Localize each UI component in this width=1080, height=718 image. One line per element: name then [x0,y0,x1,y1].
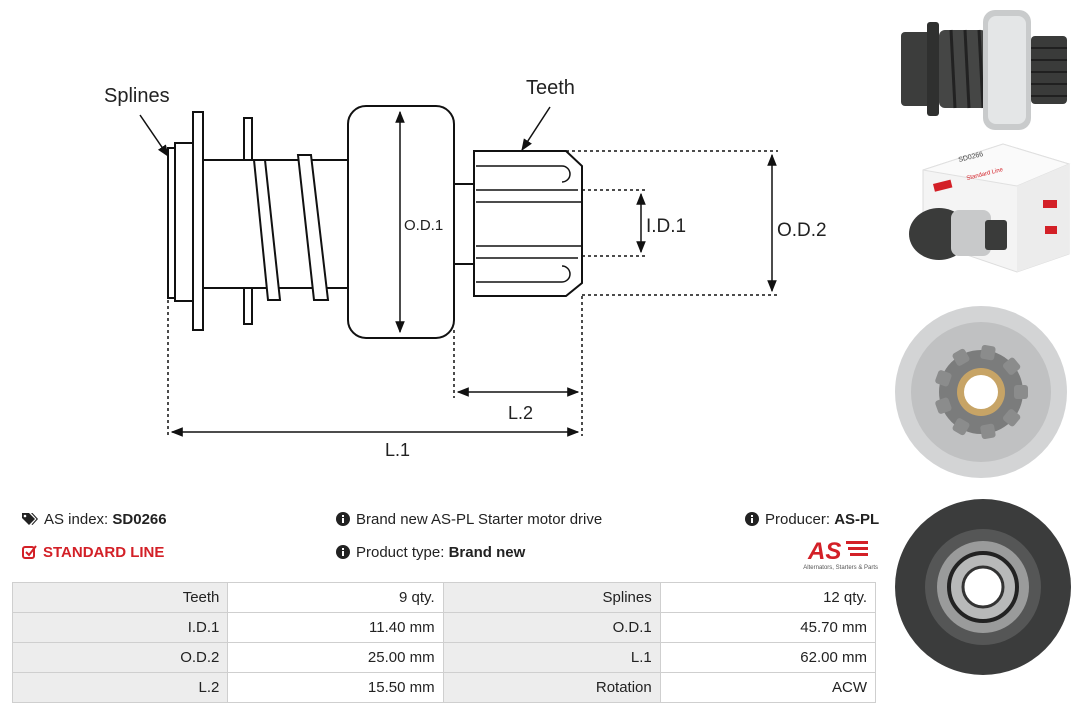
as-pl-logo: AS Alternators, Starters & Parts [803,538,878,571]
producer: Producer: AS-PL [745,511,879,528]
spec-key: Teeth [11,582,229,613]
neck [453,183,475,265]
logo-text: AS [807,538,841,565]
spec-value: 45.70 mm [659,612,877,643]
label-l2: L.2 [508,403,533,423]
spec-value: 15.50 mm [227,672,444,703]
product-photo-box: SD0266 Standard Line [893,140,1073,280]
info-icon [745,512,759,526]
pinion [473,150,583,297]
spec-value: 11.40 mm [227,612,444,643]
product-photo-side [893,4,1073,134]
spec-key: I.D.1 [11,612,229,643]
as-index: AS index: SD0266 [22,511,167,528]
spec-key: O.D.2 [11,642,229,673]
description-text: Brand new AS-PL Starter motor drive [356,511,603,528]
pinion-tooth [980,423,996,440]
as-index-value: SD0266 [112,511,167,528]
info-icon [336,512,350,526]
product-type-label: Product type: [356,544,445,561]
check-square-icon [22,545,37,559]
spec-key: L.1 [442,642,661,673]
logo-tagline: Alternators, Starters & Parts [803,565,878,571]
standard-line-label: STANDARD LINE [43,544,165,561]
label-od1: O.D.1 [404,217,443,234]
spec-value: 9 qty. [227,582,444,613]
spec-key: O.D.1 [442,612,661,643]
product-type-value: Brand new [448,544,526,561]
spec-value: 25.00 mm [227,642,444,673]
spec-key: Splines [442,582,661,613]
label-od2: O.D.2 [777,220,827,241]
technical-drawing: Splines Teeth O.D.1 I.D.1 O.D.2 L.2 L.1 [104,77,827,460]
producer-value: AS-PL [834,511,880,528]
label-splines: Splines [104,85,170,107]
spec-value: 12 qty. [659,582,877,613]
spec-key: L.2 [11,672,229,703]
label-id1: I.D.1 [646,216,686,237]
spec-key: Rotation [442,672,661,703]
pinion-tooth [980,344,996,361]
spec-value: ACW [659,672,877,703]
tags-icon [22,513,38,525]
flange-left [192,111,204,331]
as-index-label: AS index: [44,511,109,528]
description: Brand new AS-PL Starter motor drive [336,511,602,528]
spec-value: 62.00 mm [659,642,877,673]
product-type: Product type: Brand new [336,544,525,561]
pinion-tooth [952,348,970,366]
label-teeth: Teeth [526,77,575,99]
pinion-tooth [935,397,952,414]
pinion-tooth [1003,357,1021,375]
pinion-tooth [935,370,952,387]
product-photo-back [893,495,1073,685]
pinion-tooth [1014,385,1028,399]
pinion-tooth [1003,409,1021,427]
pinion-tooth [952,418,970,436]
producer-label: Producer: [765,511,831,528]
standard-line: STANDARD LINE [22,544,164,561]
label-l1: L.1 [385,440,410,460]
product-photo-front [893,300,1073,490]
info-icon [336,545,350,559]
